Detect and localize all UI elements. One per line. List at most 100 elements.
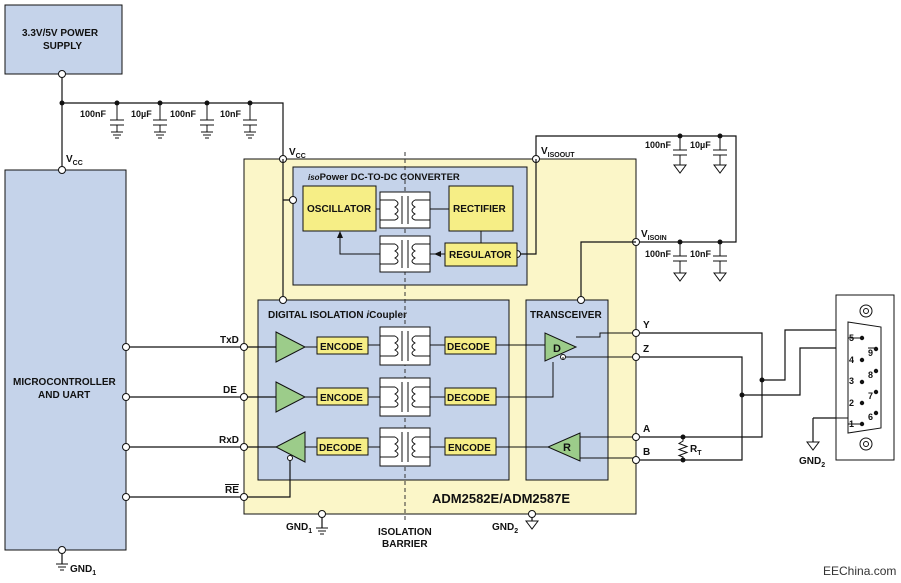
chip-name-label: ADM2582E/ADM2587E [432,491,570,506]
re-label: RE [225,485,239,496]
de-decode-label: DECODE [447,393,490,404]
cap-top-3-label: 100nF [170,109,197,119]
bus-junction-b [739,392,745,398]
chip-re-pin [240,493,248,501]
pin-a [632,433,640,441]
de-label: DE [223,385,237,396]
pin-z [632,353,640,361]
visoout-label: VISOOUT [541,146,575,159]
isopower-internal-wires [339,208,482,255]
oscillator-feedback-arrow [337,231,343,238]
power-supply-label-2: SUPPLY [43,41,82,52]
txd-transformer [379,326,431,366]
db9-pin-8: 8 [868,370,873,380]
digital-isolation-label: DIGITAL ISOLATION iCoupler [268,310,407,321]
power-supply-label-1: 3.3V/5V POWER [22,28,99,39]
gnd2-chip-pin [528,510,536,518]
chip-rxd-pin [240,443,248,451]
gnd2-chip-symbol [525,520,539,530]
db9-connector [835,294,895,461]
pin-y [632,329,640,337]
cap-visoin-2-label: 10nF [690,249,712,259]
microcontroller-block [4,169,127,551]
y-label: Y [643,320,650,331]
isopower-transformer-bottom [379,235,431,273]
gnd2-connector-symbol [806,441,820,451]
chip-de-pin [240,393,248,401]
microcontroller-label-2: AND UART [38,390,90,401]
top-capacitor-group [110,100,257,139]
mcu-de-pin [122,393,130,401]
gnd1-chip-pin [318,510,326,518]
rxd-transformer [379,427,431,467]
cap-top-1-label: 100nF [80,109,107,119]
db9-pin-4: 4 [849,355,854,365]
mcu-vcc-pin [58,166,66,174]
regulator-label: REGULATOR [449,250,512,261]
cap-top-2-label: 10µF [131,109,152,119]
db9-pin-7: 7 [868,391,873,401]
gnd1-mcu-pin [58,546,66,554]
isolation-barrier-label-1: ISOLATION [378,527,432,538]
pin-b [632,456,640,464]
visoout-wire [535,135,737,243]
receiver-triangle [546,432,581,462]
visoin-internal-wire [580,241,636,300]
db9-pin-5: 5 [849,333,854,343]
mcu-bus-wires [126,346,291,498]
digital-row-wires [305,344,554,448]
b-label: B [643,447,650,458]
rectifier-block [448,185,514,232]
isopower-vcc-pin [289,196,297,204]
cap-visoout-1-label: 100nF [645,140,672,150]
rxd-buffer-enable-bubble [287,455,293,461]
db9-pin-3: 3 [849,376,854,386]
driver-triangle [544,332,578,362]
rxd-decode-label: DECODE [319,443,362,454]
cap-visoout-2-label: 10µF [690,140,711,150]
visoin-label: VISOIN [641,229,667,242]
chip-txd-pin [240,343,248,351]
visoin-capacitor-group [673,239,727,282]
txd-label: TxD [220,335,239,346]
vcc-rail-junction [59,100,65,106]
mcu-re-pin [122,493,130,501]
mcu-rxd-pin [122,443,130,451]
gnd2-connector-label: GND2 [799,456,825,469]
de-encode-label: ENCODE [320,393,363,404]
psu-output-pin [58,70,66,78]
oscillator-block [302,185,377,232]
a-label: A [643,424,650,435]
bus-wires [640,329,868,461]
digital-isolation-vcc-pin [279,296,287,304]
rectifier-label: RECTIFIER [453,204,507,215]
rt-resistor [677,437,689,460]
isopower-transformer-top [379,191,431,229]
rxd-encode-label: ENCODE [448,443,491,454]
transceiver-label: TRANSCEIVER [530,310,602,321]
regulator-feedback-arrow [434,251,441,257]
chip-vcc-label: VCC [289,147,306,160]
driver-label: D [553,343,561,355]
mcu-txd-pin [122,343,130,351]
microcontroller-label-1: MICROCONTROLLER [13,377,117,388]
oscillator-label: OSCILLATOR [307,204,372,215]
vcc-rail-wire [61,74,284,170]
transceiver-supply-pin [577,296,585,304]
gnd1-chip-label: GND1 [286,522,312,535]
db9-pin-6: 6 [868,412,873,422]
db9-pin-1: 1 [849,419,854,429]
db9-pin-wires [813,330,876,425]
receiver-label: R [563,442,571,454]
gnd1-mcu-symbol [56,563,68,571]
txd-decode-label: DECODE [447,342,490,353]
txd-encode-label: ENCODE [320,342,363,353]
cap-visoin-1-label: 100nF [645,249,672,259]
db9-pin-9: 9 [868,348,873,358]
bus-junction-a [759,377,765,383]
mcu-vcc-label: VCC [66,154,83,167]
regulator-output-wire [517,159,537,255]
watermark: EEChina.com [823,564,896,578]
gnd1-chip-symbol [316,527,328,535]
de-transformer [379,377,431,417]
